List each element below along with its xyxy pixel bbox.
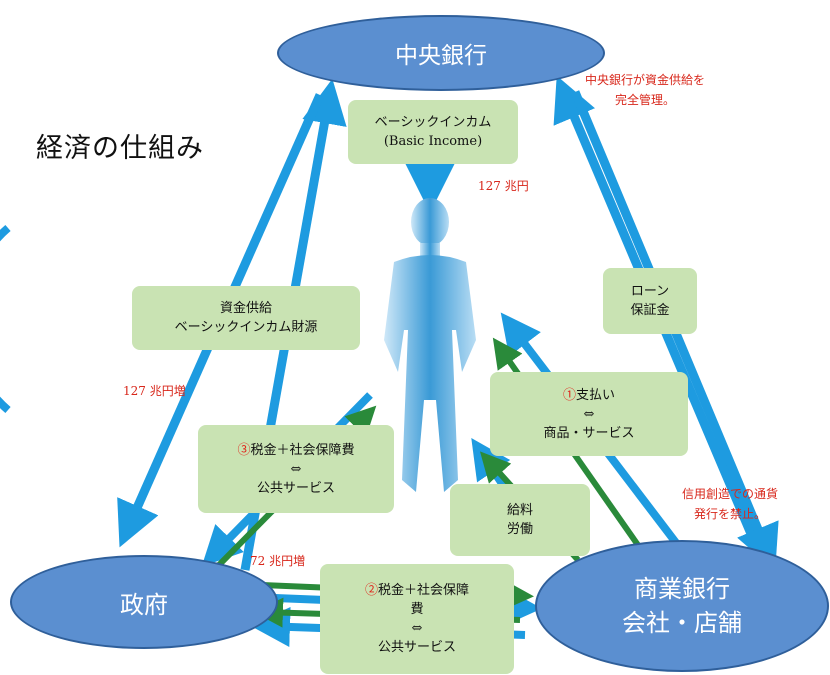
credit-note-line1: 信用創造での通貨	[682, 487, 779, 501]
deposit-label: 保証金	[630, 303, 670, 318]
fund-increase-label: 127 兆円増	[123, 384, 186, 398]
payment-label: 支払い	[576, 387, 616, 403]
fund-supply-label: 資金供給	[219, 301, 272, 316]
commercial-bank-node: 商業銀行 会社・店舗	[535, 540, 829, 672]
basic-income-en-label: (Basic Income)	[383, 134, 483, 149]
labour-label: 労働	[506, 522, 533, 537]
tax3-exchange-icon: ⇔	[290, 461, 302, 477]
company-store-label: 会社・店舗	[622, 609, 742, 637]
salary-label: 給料	[506, 503, 533, 518]
tax2-number-mark: ②	[364, 583, 378, 598]
government-node: 政府	[10, 555, 278, 649]
goods-services-label: 商品・サービス	[543, 425, 635, 441]
central-bank-node: 中央銀行	[277, 15, 605, 91]
tax2-label-cont: 費	[410, 602, 424, 617]
tax-increase-label: 72 兆円増	[250, 554, 306, 568]
tax2-label: 税金＋社会保障	[378, 583, 470, 598]
fund-supply-sub-label: ベーシックインカム財源	[174, 320, 318, 335]
central-note-line1: 中央銀行が資金供給を	[585, 73, 706, 87]
basic-income-label: ベーシックインカム	[374, 115, 492, 130]
credit-note-line2: 発行を禁止。	[694, 507, 767, 521]
tax3-box: ③税金＋社会保障費 ⇔ 公共サービス	[198, 425, 394, 513]
central-note-line2: 完全管理。	[615, 93, 676, 107]
central-bank-label: 中央銀行	[395, 43, 487, 69]
tax3-public-service-label: 公共サービス	[256, 480, 335, 496]
tax2-exchange-icon: ⇔	[411, 621, 423, 636]
central-note: 中央銀行が資金供給を 完全管理。	[585, 70, 705, 110]
page-title: 経済の仕組み	[36, 133, 204, 164]
basic-income-box: ベーシックインカム (Basic Income)	[348, 100, 518, 164]
payment-box: ①支払い ⇔ 商品・サービス	[490, 372, 688, 456]
bi-amount-label: 127 兆円	[478, 179, 529, 193]
credit-note: 信用創造での通貨 発行を禁止。	[682, 484, 778, 524]
person-figure	[384, 198, 476, 492]
tax3-number-mark: ③	[237, 442, 251, 458]
payment-number-mark: ①	[562, 387, 576, 403]
loan-label: ローン	[630, 284, 670, 299]
payment-exchange-icon: ⇔	[583, 406, 595, 422]
government-label: 政府	[120, 590, 168, 619]
tax3-label: 税金＋社会保障費	[250, 442, 355, 458]
tax2-box: ②税金＋社会保障 費 ⇔ 公共サービス	[320, 564, 514, 674]
tax2-public-service-label: 公共サービス	[377, 640, 456, 655]
background-arc	[0, 224, 11, 414]
commercial-bank-label: 商業銀行	[634, 575, 730, 603]
loan-box: ローン 保証金	[603, 268, 697, 334]
fund-supply-box: 資金供給 ベーシックインカム財源	[132, 286, 360, 350]
salary-box: 給料 労働	[450, 484, 590, 556]
